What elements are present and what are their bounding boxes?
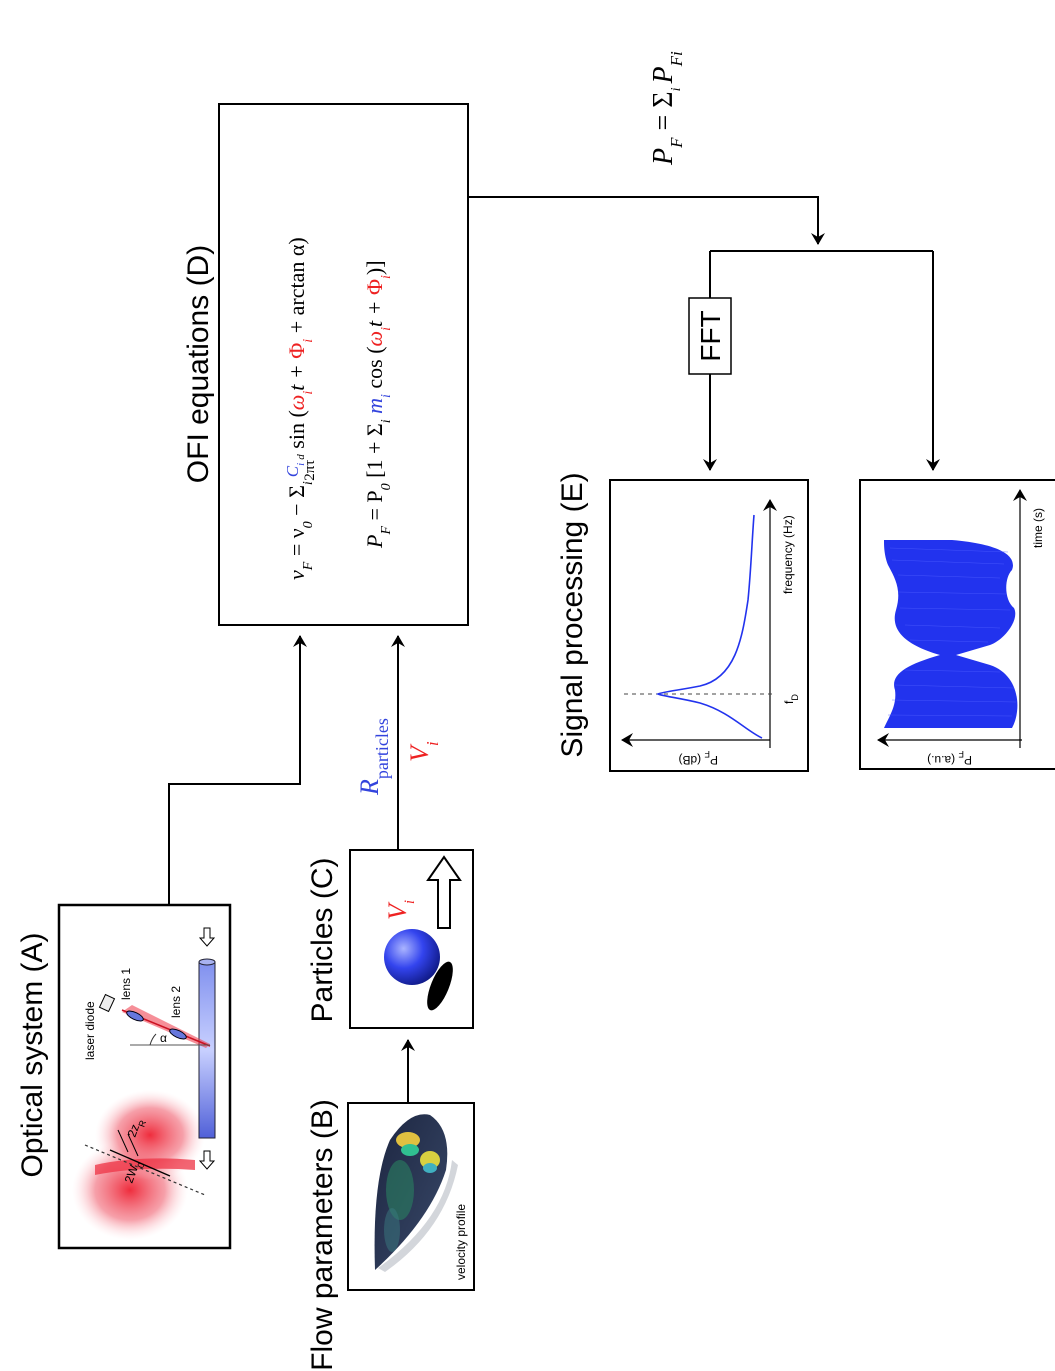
- particle-shadow: [427, 961, 453, 1011]
- signal-title: Signal processing (E): [556, 472, 589, 757]
- angle-label: α: [160, 1031, 167, 1045]
- optical-title: Optical system (A): [16, 932, 49, 1177]
- profile-body: [386, 1160, 414, 1220]
- connectors: [168, 196, 940, 1103]
- arrow-optical-to-ofi: [168, 635, 307, 905]
- flow-tube-top: [198, 958, 216, 966]
- profile-tail: [384, 1208, 400, 1252]
- spectrum-curve: [656, 514, 763, 739]
- timeseries-x-label: time (s): [1031, 508, 1045, 548]
- particle-velocity-arrow-icon: [426, 855, 462, 929]
- waist-line: [109, 1149, 171, 1177]
- optical-setup-illustration: 2W0 2zR α laser diode lens 1 lens 2: [72, 927, 216, 1240]
- laser-diode-label: laser diode: [83, 1001, 97, 1060]
- optical-axis-dotted: [84, 1144, 206, 1196]
- profile-core-2: [423, 1163, 437, 1173]
- lens-1-icon: [126, 1010, 144, 1022]
- profile-peak-2: [420, 1151, 440, 1169]
- velocity-profile-image: velocity profile: [374, 1114, 468, 1280]
- rayleigh-label: 2zR: [125, 1116, 149, 1141]
- spectrum-plot: fD frequency (Hz) PF (dB): [621, 499, 800, 767]
- waist-label: 2W0: [122, 1159, 147, 1187]
- equation-nu-f: νF = ν0 − ΣiCi2πτd sin (ωit + Φi + arcta…: [283, 237, 318, 580]
- particle-velocity-label: Vi: [383, 900, 418, 920]
- rayleigh-tick-1: [117, 1129, 129, 1153]
- particles-title: Particles (C): [306, 857, 339, 1022]
- label-v-i: Vi: [405, 741, 442, 762]
- angle-arc: [149, 1033, 157, 1046]
- equation-p-f: PF = P0 [1 + Σi mi cos (ωit + Φi)]: [362, 260, 394, 549]
- fft-box: [688, 297, 732, 375]
- spectrum-fd-label: fD: [782, 694, 800, 704]
- particle-sphere: [384, 929, 440, 985]
- beam-lobe-right: [95, 1090, 205, 1180]
- lens-1-label: lens 1: [119, 968, 133, 1000]
- fft-label: FFT: [695, 310, 726, 361]
- velocity-profile-caption: velocity profile: [454, 1204, 468, 1280]
- lens-2-label: lens 2: [169, 986, 183, 1018]
- particle-illustration: Vi: [383, 855, 462, 1011]
- flow-title: Flow parameters (B): [306, 1099, 339, 1371]
- beam-waist-neck: [95, 1158, 195, 1175]
- profile-core-1: [401, 1144, 419, 1156]
- arrow-ofi-to-split: [468, 196, 825, 245]
- ofi-equations-box: [218, 103, 469, 626]
- laser-diode-icon: [98, 993, 116, 1013]
- timeseries-signal: [884, 540, 1018, 728]
- flow-tube: [198, 961, 216, 1139]
- flow-arrow-bottom-icon: [198, 1150, 216, 1170]
- flow-arrow-top-icon: [198, 927, 216, 947]
- rayleigh-tick-2: [127, 1133, 139, 1157]
- sum-equation: PF = ΣiPFi: [648, 51, 686, 166]
- spectrum-x-label: frequency (Hz): [781, 515, 795, 594]
- timeseries-plot: time (s) PF (a.u.): [877, 489, 1045, 767]
- profile-peak-1: [396, 1132, 420, 1148]
- lens-2-icon: [169, 1028, 187, 1040]
- spectrum-y-label: PF (dB): [678, 749, 718, 767]
- timeseries-signal-texture: [887, 547, 1017, 717]
- ofi-title: OFI equations (D): [182, 245, 215, 483]
- timeseries-y-label: PF (a.u.): [927, 749, 972, 767]
- label-r-particles: Rparticles: [355, 718, 392, 796]
- spectrum-plot-box: [609, 479, 809, 772]
